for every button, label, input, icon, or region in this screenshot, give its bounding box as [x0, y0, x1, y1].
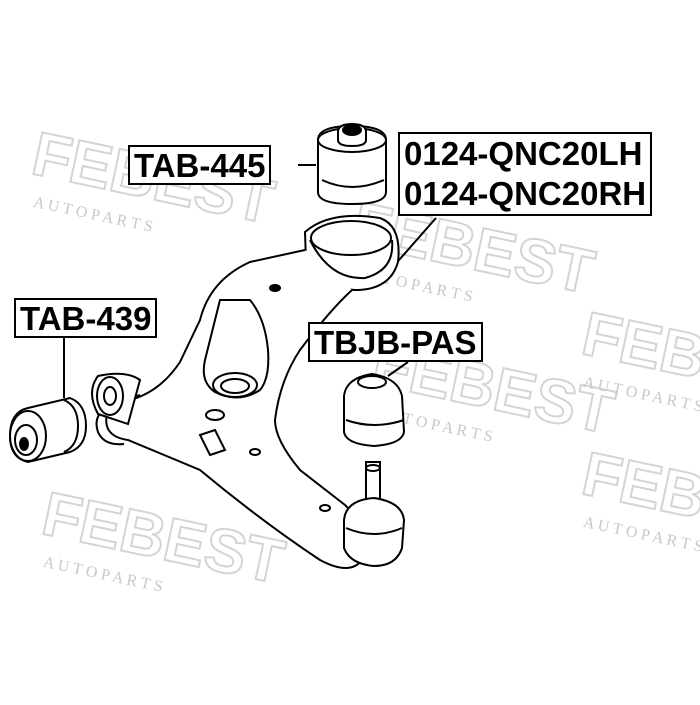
- label-tbjb-text: TBJB-PAS: [314, 324, 477, 361]
- label-control-arm: 0124-QNC20LH 0124-QNC20RH: [398, 132, 653, 216]
- label-tab439: TAB-439: [14, 298, 158, 338]
- label-arm-lh: 0124-QNC20LH: [404, 135, 643, 172]
- watermark-1: FEBEST A U T O P A R T S: [25, 118, 281, 238]
- leader-lines: [63, 164, 437, 398]
- bushing-tab439: [8, 396, 88, 464]
- bushing-tab445: [317, 122, 387, 206]
- control-arm: [95, 214, 400, 569]
- leader-arm: [391, 217, 437, 269]
- label-tab445: TAB-445: [128, 145, 272, 185]
- label-tab445-text: TAB-445: [134, 147, 266, 184]
- leader-tbjb: [387, 361, 409, 377]
- ball-joint-boot: [343, 372, 406, 448]
- label-tab439-text: TAB-439: [20, 300, 152, 337]
- watermark-6: FEBEST A U T O P A R T S: [575, 438, 700, 558]
- label-tbjb: TBJB-PAS: [308, 322, 483, 362]
- ball-joint: [343, 461, 406, 568]
- arm-front-bushing: [91, 372, 142, 426]
- label-arm-rh: 0124-QNC20RH: [404, 175, 647, 212]
